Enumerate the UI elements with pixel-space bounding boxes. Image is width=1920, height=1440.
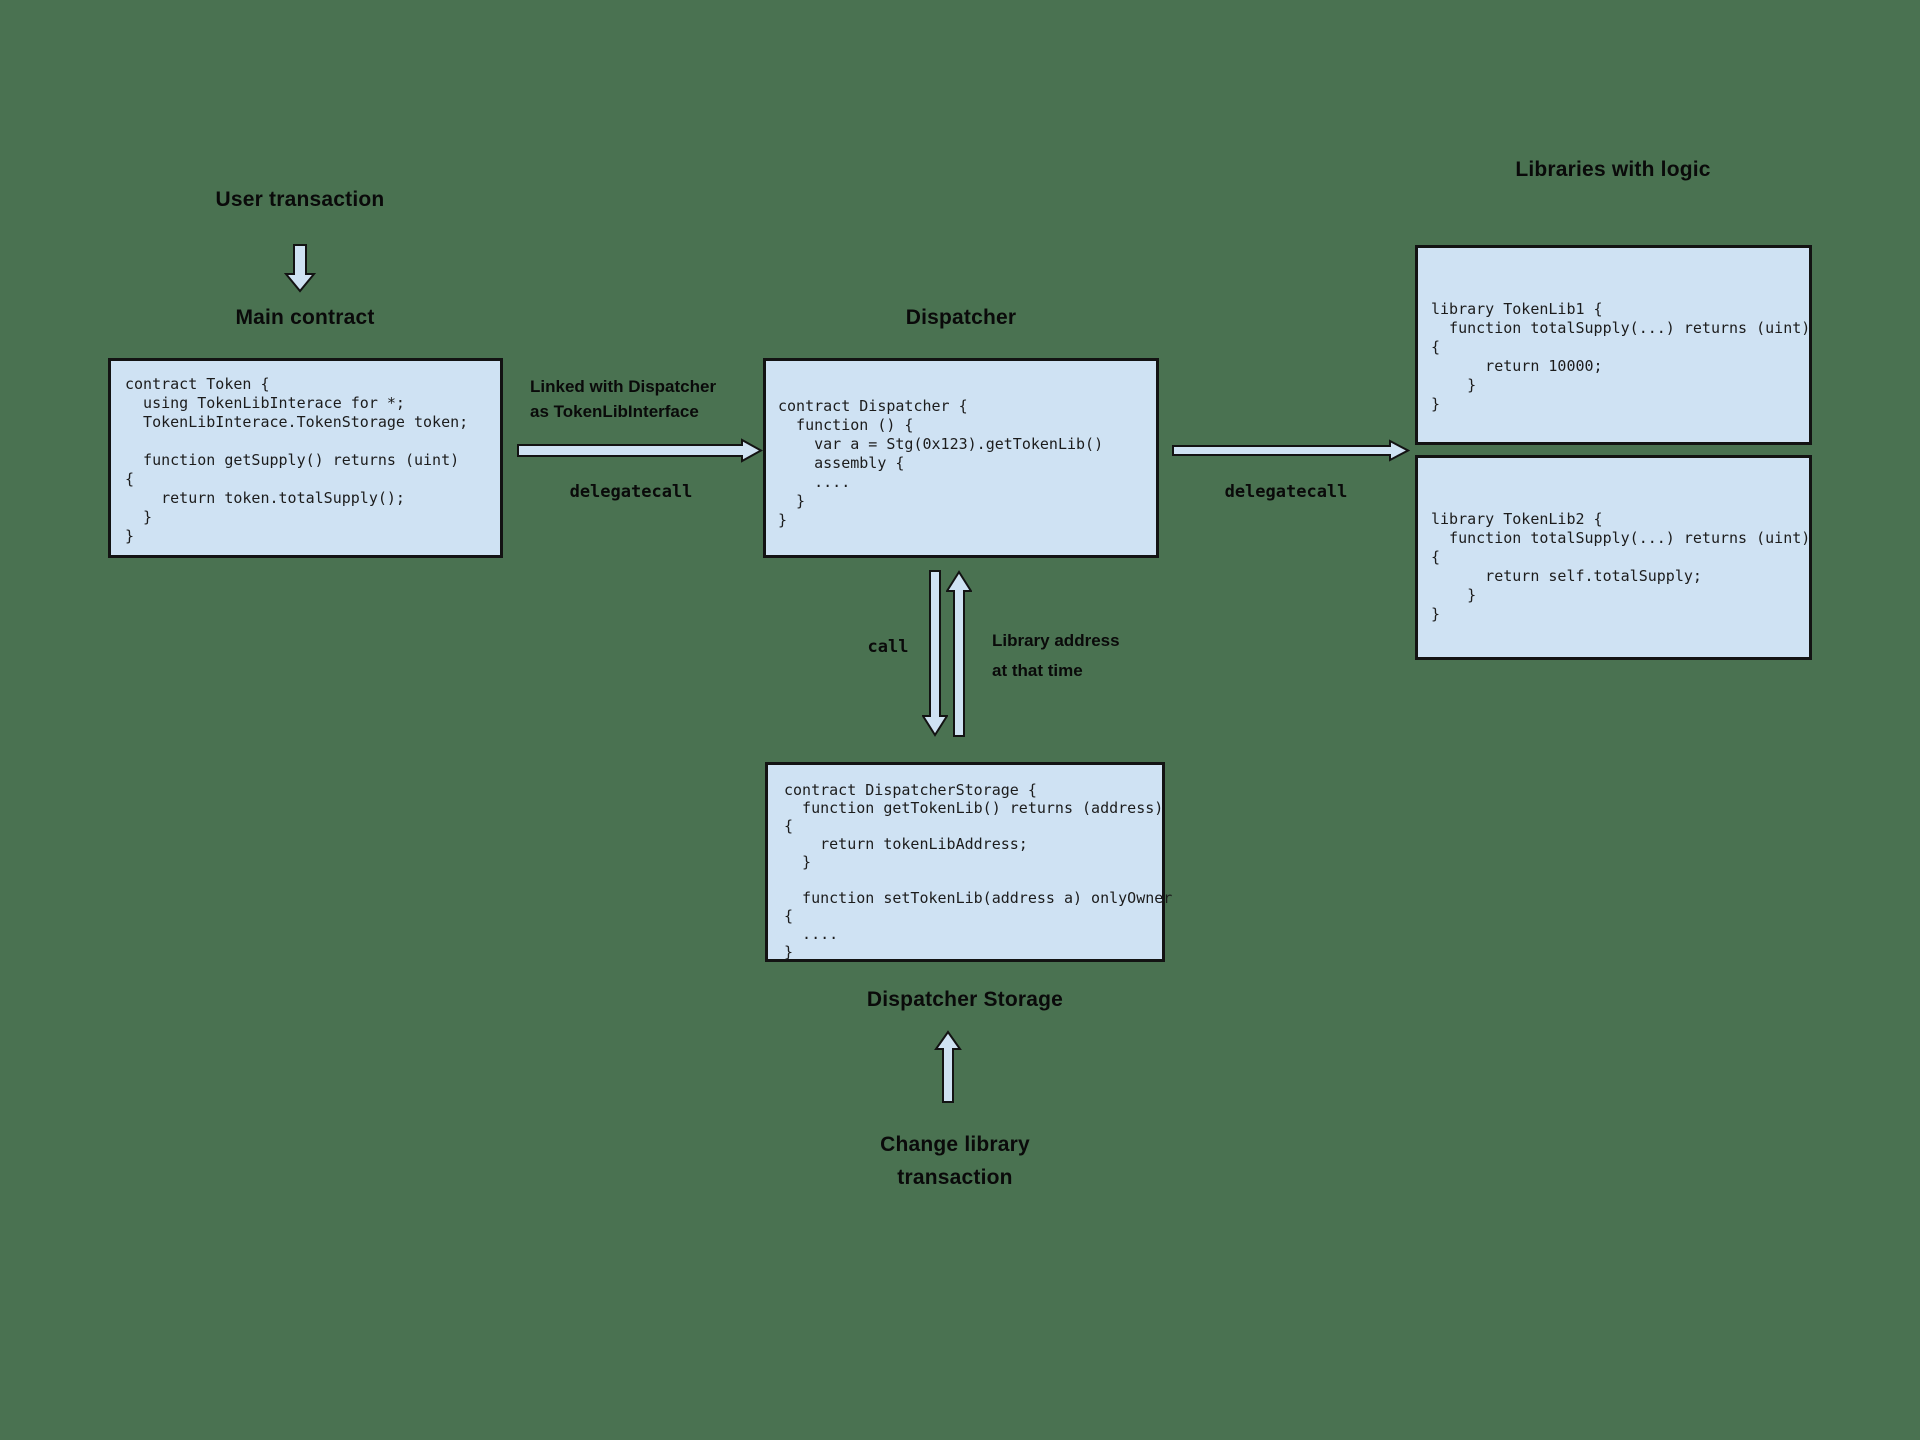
tokenlib2-code: library TokenLib2 { function totalSupply… — [1431, 510, 1811, 623]
arrow-main-to-dispatcher — [517, 438, 763, 463]
libraries-with-logic-label: Libraries with logic — [1515, 158, 1711, 181]
linked-with-dispatcher-label: Linked with Dispatcher as TokenLibInterf… — [530, 377, 717, 421]
token-contract-box: contract Token { using TokenLibInterace … — [108, 358, 503, 558]
arrow-call-down — [922, 570, 948, 737]
arrow-user-to-main — [284, 244, 316, 293]
tokenlib1-box: library TokenLib1 { function totalSupply… — [1415, 245, 1812, 445]
dispatcher-contract-code: contract Dispatcher { function () { var … — [778, 397, 1104, 529]
dispatcher-storage-box: contract DispatcherStorage { function ge… — [765, 762, 1173, 962]
user-transaction-label: User transaction — [215, 188, 385, 211]
library-address-label: Library address at that time — [992, 631, 1120, 680]
main-contract-label: Main contract — [235, 306, 375, 329]
change-library-transaction-label: Change library transaction — [880, 1133, 1030, 1189]
dispatcher-storage-label: Dispatcher Storage — [866, 988, 1064, 1011]
delegatecall-left-label: delegatecall — [569, 482, 693, 502]
arrow-dispatcher-to-libraries — [1172, 439, 1410, 462]
arrow-change-library-up — [934, 1030, 962, 1103]
tokenlib1-code: library TokenLib1 { function totalSupply… — [1431, 300, 1811, 413]
call-label: call — [867, 637, 909, 657]
dispatcher-storage-code: contract DispatcherStorage { function ge… — [784, 781, 1173, 961]
delegatecall-right-label: delegatecall — [1224, 482, 1348, 502]
arrow-library-address-up — [946, 570, 972, 737]
token-contract-code: contract Token { using TokenLibInterace … — [125, 375, 469, 545]
dispatcher-label: Dispatcher — [905, 306, 1017, 329]
dispatcher-contract-box: contract Dispatcher { function () { var … — [763, 358, 1159, 558]
tokenlib2-box: library TokenLib2 { function totalSupply… — [1415, 455, 1812, 660]
